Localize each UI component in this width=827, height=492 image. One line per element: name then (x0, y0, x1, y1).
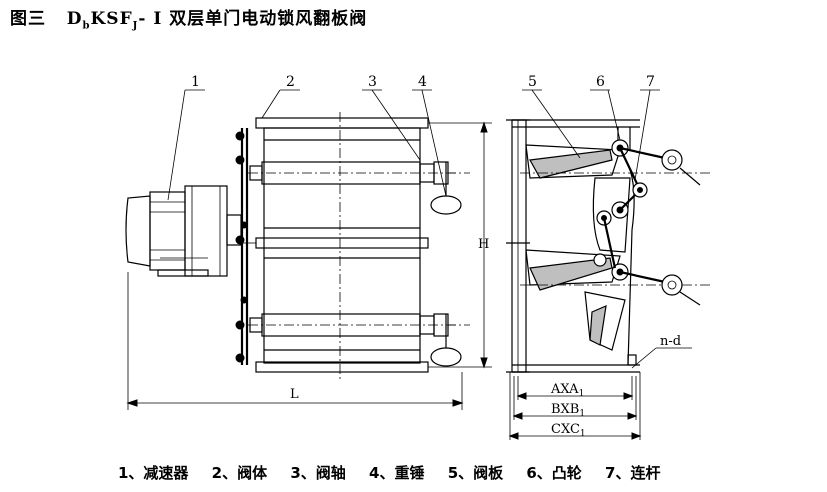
side-view (506, 119, 710, 440)
callout-4: 4 (418, 74, 427, 90)
callout-leaders (167, 89, 660, 201)
legend-item-link-rod: 7、连杆 (605, 464, 661, 482)
callout-3: 3 (368, 74, 377, 90)
chain-drive (235, 128, 249, 365)
legend-item-valve-plate: 5、阀板 (447, 464, 504, 482)
figure-title-name: 双层单门电动锁风翻板阀 (169, 9, 368, 29)
front-view: H L (125, 112, 492, 410)
dimension-axa-label: AXA1 (550, 382, 584, 399)
callout-5: 5 (528, 74, 537, 90)
legend-item-valve-body: 2、阀体 (211, 464, 268, 482)
callout-6: 6 (596, 74, 605, 90)
figure-title-prefix: 图三 (10, 9, 46, 29)
dimension-l (126, 272, 464, 410)
legend-item-counterweight: 4、重锤 (369, 464, 425, 482)
counterweight (430, 162, 462, 367)
dimension-l-label: L (290, 387, 299, 402)
legend-item-valve-shaft: 3、阀轴 (290, 464, 346, 482)
legend-item-cam: 6、凸轮 (526, 464, 582, 482)
figure-title-model: DbKSFJ- Ⅰ (66, 9, 163, 32)
valve-body (240, 112, 470, 380)
dimension-h-label: H (478, 237, 489, 252)
callout-1: 1 (191, 74, 200, 90)
valve-shaft (249, 161, 456, 337)
dimension-nd-label: n-d (660, 334, 681, 349)
dimension-cxc-label: CXC1 (551, 422, 586, 439)
figure-title: 图三 DbKSFJ- Ⅰ 双层单门电动锁风翻板阀 (10, 4, 367, 31)
callout-2: 2 (286, 74, 295, 90)
legend-item-reducer: 1、减速器 (118, 464, 189, 482)
callout-7: 7 (646, 74, 655, 90)
parts-legend: 1、减速器 2、阀体 3、阀轴 4、重锤 5、阀板 6、凸轮 7、连杆 (118, 462, 678, 483)
gear-reducer (125, 185, 242, 277)
dimension-bxb-label: BXB1 (551, 402, 585, 419)
dimension-h (428, 121, 492, 369)
